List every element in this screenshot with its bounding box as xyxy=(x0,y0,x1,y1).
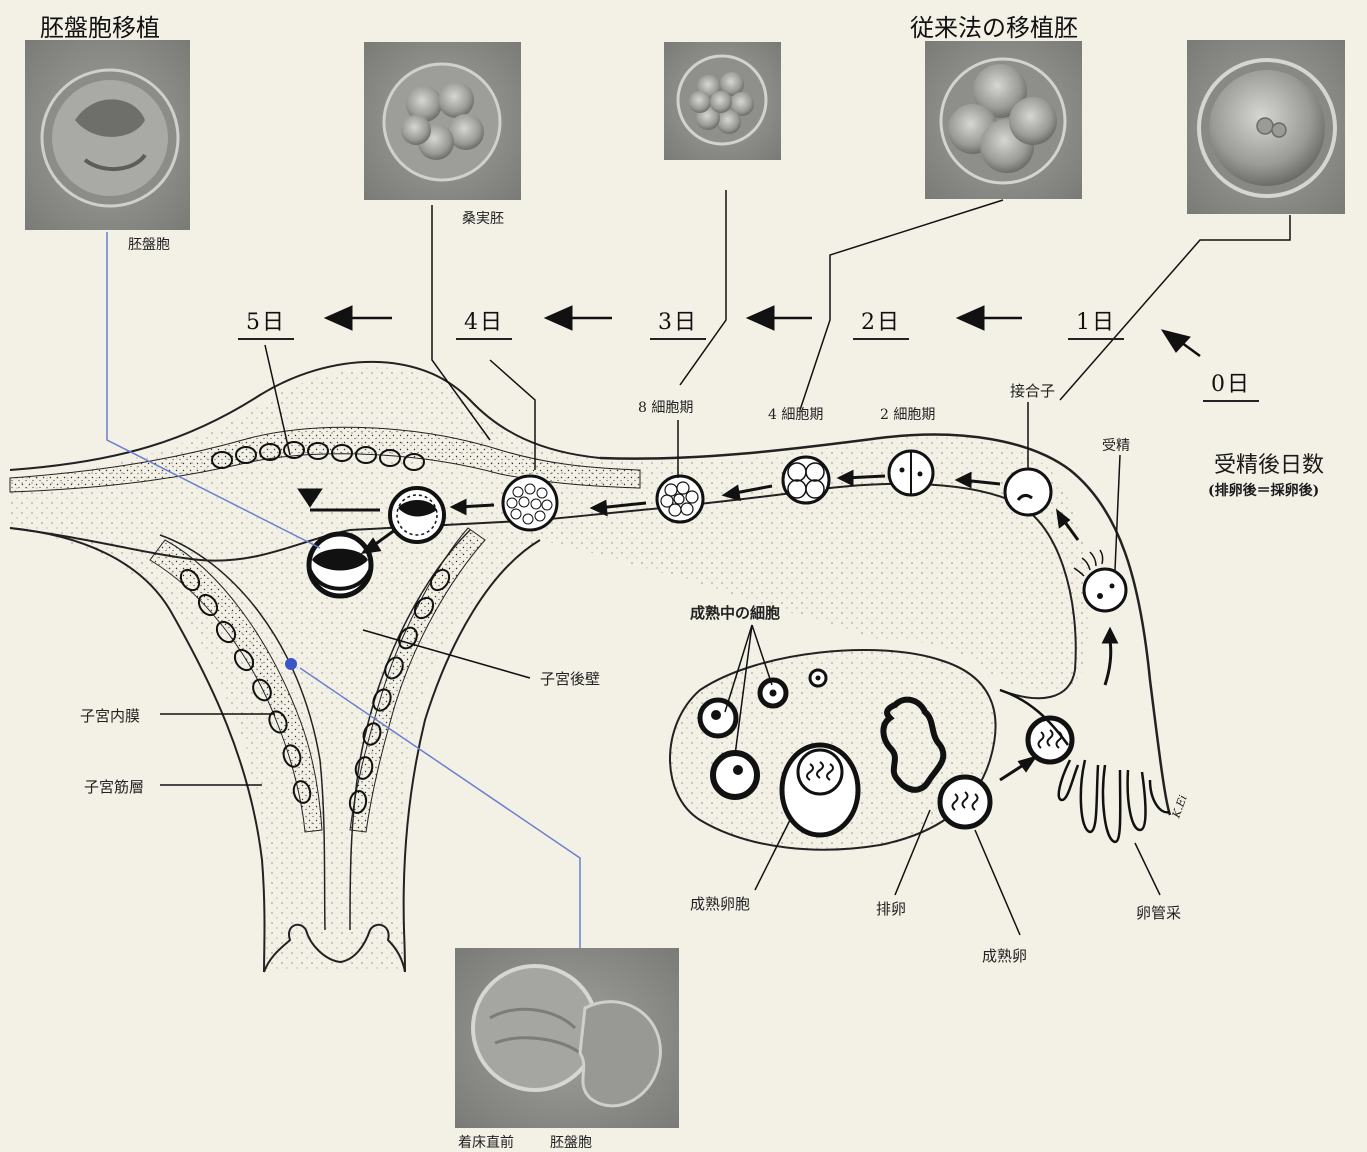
maturing-cells-label: 成熟中の細胞 xyxy=(690,602,780,623)
ovulation-label: 排卵 xyxy=(876,898,906,919)
morula-embryo xyxy=(503,476,557,530)
photo-hatching-blastocyst xyxy=(455,948,679,1128)
caption-blastocyst: 胚盤胞 xyxy=(128,234,170,254)
two-cell-embryo xyxy=(889,451,933,495)
fimbriae-label: 卵管采 xyxy=(1136,902,1181,923)
day-2-label: 2日 xyxy=(853,304,909,340)
eight-cell-embryo xyxy=(657,476,703,522)
heading-conventional-transfer: 従来法の移植胚 xyxy=(910,8,1078,43)
ovulated-egg xyxy=(940,777,990,827)
leader-dot xyxy=(285,658,297,670)
stage-2-cell-label: 2 細胞期 xyxy=(880,404,935,424)
mature-follicle-shape xyxy=(782,745,858,835)
fertilized-egg xyxy=(1084,569,1126,611)
photo-zygote xyxy=(1187,40,1345,214)
photo-morula xyxy=(364,42,521,200)
mature-follicle-label: 成熟卵胞 xyxy=(690,893,750,914)
four-cell-embryo xyxy=(783,457,829,503)
blastocyst-early xyxy=(390,488,444,542)
stage-4-cell-label: 4 細胞期 xyxy=(768,404,823,424)
blastocyst-implanting xyxy=(309,534,371,596)
caption-blastocyst-2: 胚盤胞 xyxy=(550,1132,592,1152)
day-4-label: 4日 xyxy=(456,304,512,340)
mature-egg-label: 成熟卵 xyxy=(982,945,1027,966)
zygote xyxy=(1005,469,1051,515)
caption-morula: 桑実胚 xyxy=(462,208,504,228)
stage-8-cell-label: 8 細胞期 xyxy=(638,397,693,417)
photo-4-cell xyxy=(925,41,1082,199)
photo-8-cell xyxy=(664,42,781,160)
myometrium-label: 子宮筋層 xyxy=(84,776,144,797)
stage-zygote-label: 接合子 xyxy=(1010,380,1055,401)
caption-before-implantation: 着床直前 xyxy=(458,1132,514,1152)
days-after-fertilization-title: 受精後日数 xyxy=(1214,447,1324,479)
endometrium-label: 子宮内膜 xyxy=(80,705,140,726)
stage-fertilization-label: 受精 xyxy=(1102,435,1130,455)
heading-blastocyst-transfer: 胚盤胞移植 xyxy=(40,8,160,43)
day-5-label: 5日 xyxy=(238,304,294,340)
day-0-label: 0日 xyxy=(1203,366,1259,402)
day-3-label: 3日 xyxy=(650,304,706,340)
day-1-label: 1日 xyxy=(1068,304,1124,340)
days-after-fertilization-subtitle: (排卵後＝採卵後) xyxy=(1208,480,1319,500)
posterior-wall-label: 子宮後壁 xyxy=(540,668,600,689)
photo-blastocyst xyxy=(25,40,190,230)
